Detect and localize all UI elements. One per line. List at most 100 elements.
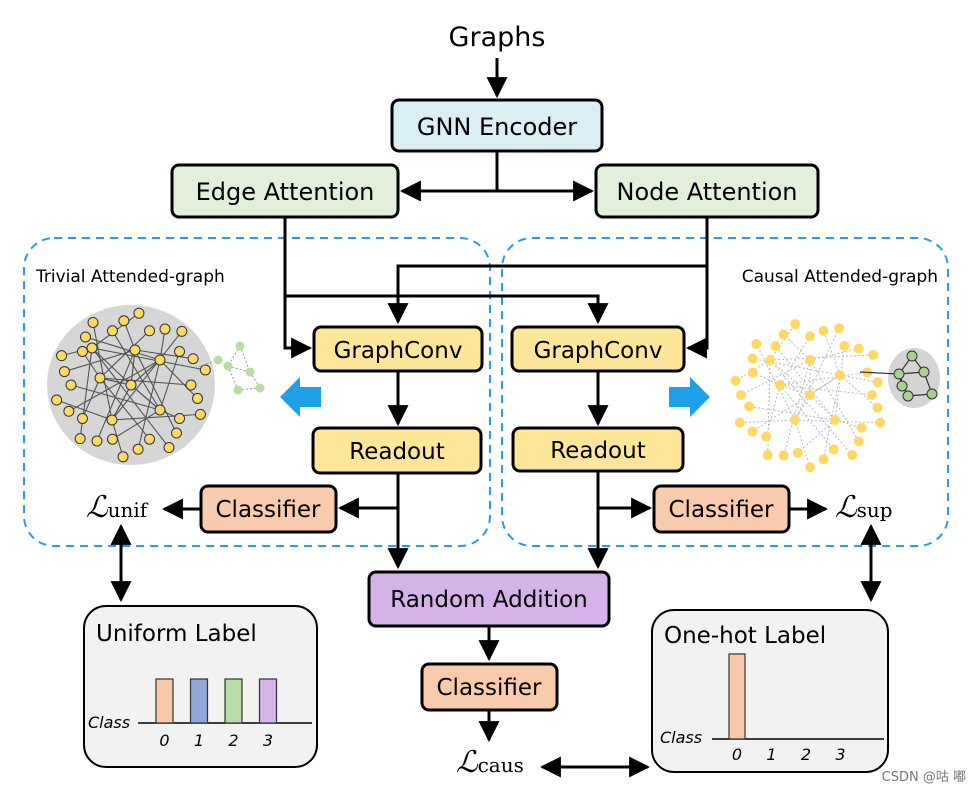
uniform-bar-3	[258, 678, 278, 724]
trivial-small-edge	[249, 371, 261, 389]
uniform-bar-1	[189, 678, 209, 724]
trivial-edge	[91, 347, 170, 448]
trivial-edge	[111, 413, 201, 421]
edge-to-right-graphconv	[285, 294, 609, 325]
trivial-region-border	[23, 237, 491, 547]
causal-node	[778, 450, 789, 461]
classifier-right-label: Classifier	[669, 497, 775, 523]
trivial-node	[144, 325, 156, 337]
trivial-edge	[112, 409, 161, 440]
causal-small-node	[902, 390, 914, 402]
causal-node	[830, 415, 840, 425]
trivial-edge	[137, 359, 161, 450]
causal-node	[747, 353, 758, 364]
causal-node	[872, 402, 883, 413]
trivial-node	[56, 350, 68, 362]
trivial-node	[154, 354, 166, 366]
trivial-node	[118, 315, 130, 327]
trivial-small-graph	[194, 341, 265, 395]
onehot-axis-label: Class	[660, 728, 702, 747]
trivial-node	[159, 323, 171, 335]
trivial-node	[117, 451, 129, 463]
trivial-node	[74, 433, 86, 445]
trivial-node	[76, 413, 88, 425]
causal-node	[856, 422, 867, 433]
causal-edge	[783, 359, 811, 456]
trivial-small-node	[255, 383, 265, 393]
trivial-edge	[68, 359, 161, 412]
trivial-node	[79, 331, 91, 343]
loss-sup-sub: sup	[857, 498, 893, 522]
onehot-label-title: One-hot Label	[664, 623, 826, 649]
causal-edge	[797, 419, 836, 454]
uniform-bar-0	[155, 678, 174, 724]
causal-edge	[809, 394, 836, 421]
loss-sup-base: ℒ	[835, 490, 858, 525]
loss-caus-sub: caus	[478, 753, 524, 777]
trivial-edge	[96, 349, 136, 442]
trivial-node	[86, 342, 98, 354]
causal-node	[818, 325, 829, 336]
trivial-node	[76, 345, 88, 357]
trivial-node	[91, 435, 103, 447]
causal-node	[868, 349, 879, 360]
uniform-axis-label: Class	[88, 713, 130, 732]
onehot-label-panel	[651, 609, 889, 773]
trivial-node	[171, 427, 183, 439]
blue-arrow-right	[669, 377, 710, 417]
blue-arrow-left	[280, 377, 321, 417]
trivial-node	[132, 443, 144, 455]
causal-node	[762, 450, 773, 461]
causal-edge	[749, 405, 836, 421]
causal-node	[805, 390, 815, 400]
causal-edge	[794, 419, 811, 468]
loss-unif-base: ℒ	[86, 490, 109, 525]
causal-edge	[769, 323, 796, 361]
trivial-node	[133, 307, 145, 319]
trivial-node	[87, 316, 99, 328]
trivial-edge	[134, 349, 194, 360]
causal-small-node	[918, 366, 930, 378]
causal-node	[778, 329, 789, 340]
causal-graph-illustration	[730, 319, 886, 473]
causal-node	[834, 323, 845, 334]
causal-edge	[822, 330, 841, 376]
causal-edge	[769, 359, 811, 396]
trivial-node	[129, 344, 141, 356]
loss-caus: ℒcaus	[456, 745, 524, 780]
causal-edge	[779, 384, 811, 396]
causal-edge	[752, 374, 841, 432]
trivial-edge	[92, 322, 113, 421]
trivial-edge	[111, 384, 132, 421]
uniform-tick-0: 0	[159, 731, 169, 750]
random-addition-label: Random Addition	[390, 587, 588, 613]
trivial-edge	[99, 377, 192, 386]
uniform-tick-1: 1	[194, 731, 204, 750]
causal-node	[835, 370, 845, 380]
loss-unif: ℒunif	[86, 490, 149, 525]
readout-left-label: Readout	[349, 439, 444, 465]
causal-node	[761, 431, 772, 442]
causal-small-graph	[859, 348, 940, 408]
trivial-edge	[56, 399, 113, 421]
trivial-graph-illustration	[47, 305, 215, 465]
causal-edge	[769, 354, 874, 361]
readout-right-label: Readout	[550, 438, 645, 464]
trivial-node	[106, 433, 118, 445]
node-attention-label: Node Attention	[616, 178, 797, 206]
trivial-region-label: Trivial Attended-graph	[35, 267, 225, 287]
edge-to-left-graphconv	[283, 217, 313, 359]
trivial-node	[187, 353, 199, 365]
onehot-bar-0	[728, 653, 746, 740]
causal-node	[867, 390, 877, 400]
classifier-bottom-label: Classifier	[437, 675, 543, 701]
causal-small-node	[896, 380, 908, 392]
edge-attention-label: Edge Attention	[196, 178, 375, 206]
trivial-node	[65, 379, 77, 391]
node-to-right-graphconv	[685, 217, 709, 359]
causal-node	[805, 331, 815, 342]
graphconv-right-label: GraphConv	[534, 338, 663, 364]
causal-edge	[834, 345, 845, 421]
